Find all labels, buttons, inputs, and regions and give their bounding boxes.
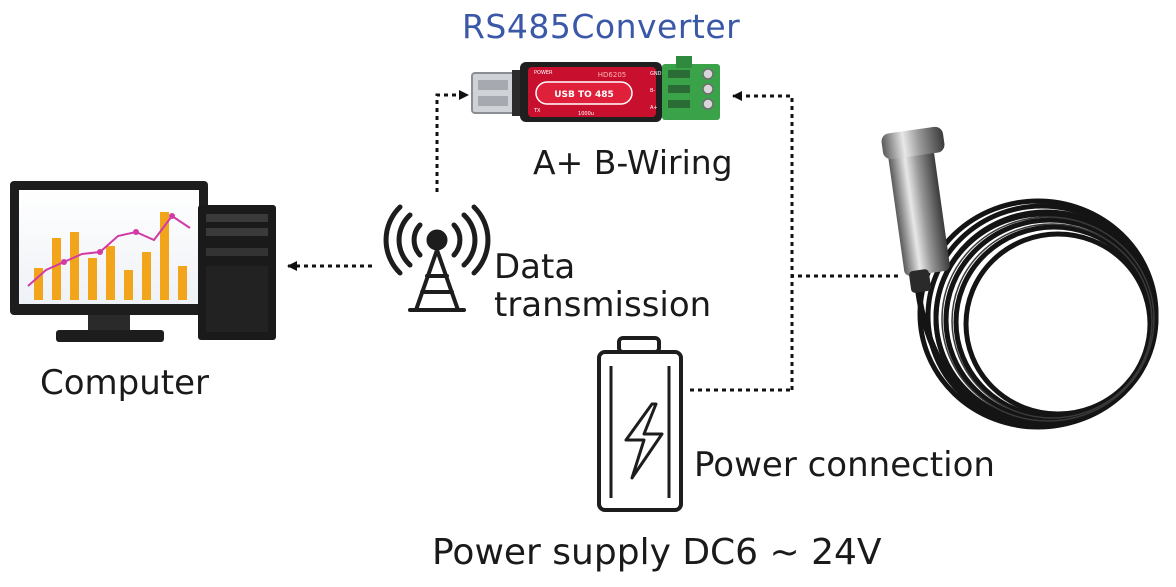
antenna-icon (383, 204, 491, 312)
converter-mark-a: A+ (650, 105, 658, 111)
antenna-to-converter-line (435, 90, 469, 192)
pressure-sensor-icon (881, 126, 1159, 430)
connector-lines (287, 90, 898, 392)
converter-mark-b: B- (650, 88, 655, 94)
converter-face-label: USB TO 485 (554, 90, 614, 100)
diagram-title: RS485Converter (462, 7, 741, 46)
converter-mark-bottom: 1000u (578, 111, 594, 117)
usb-converter-icon: USB TO 485 HD6205 POWER TX 1000u GND B- … (471, 56, 720, 122)
sensor-to-terminal-line (732, 91, 794, 390)
converter-model-label: HD6205 (598, 71, 626, 79)
power-connection-label: Power connection (694, 445, 995, 485)
battery-icon (597, 336, 683, 512)
wiring-label: A+ B-Wiring (533, 143, 733, 182)
data-transmission-label-line1: Data (494, 247, 576, 287)
converter-mark-gnd: GND (650, 71, 662, 77)
data-transmission-label-line2: transmission (494, 285, 712, 325)
power-supply-label: Power supply DC6 ~ 24V (432, 532, 882, 573)
computer-label: Computer (40, 363, 210, 403)
converter-mark-power: POWER (534, 70, 553, 76)
computer-icon (10, 181, 276, 342)
converter-mark-tx: TX (533, 108, 541, 114)
